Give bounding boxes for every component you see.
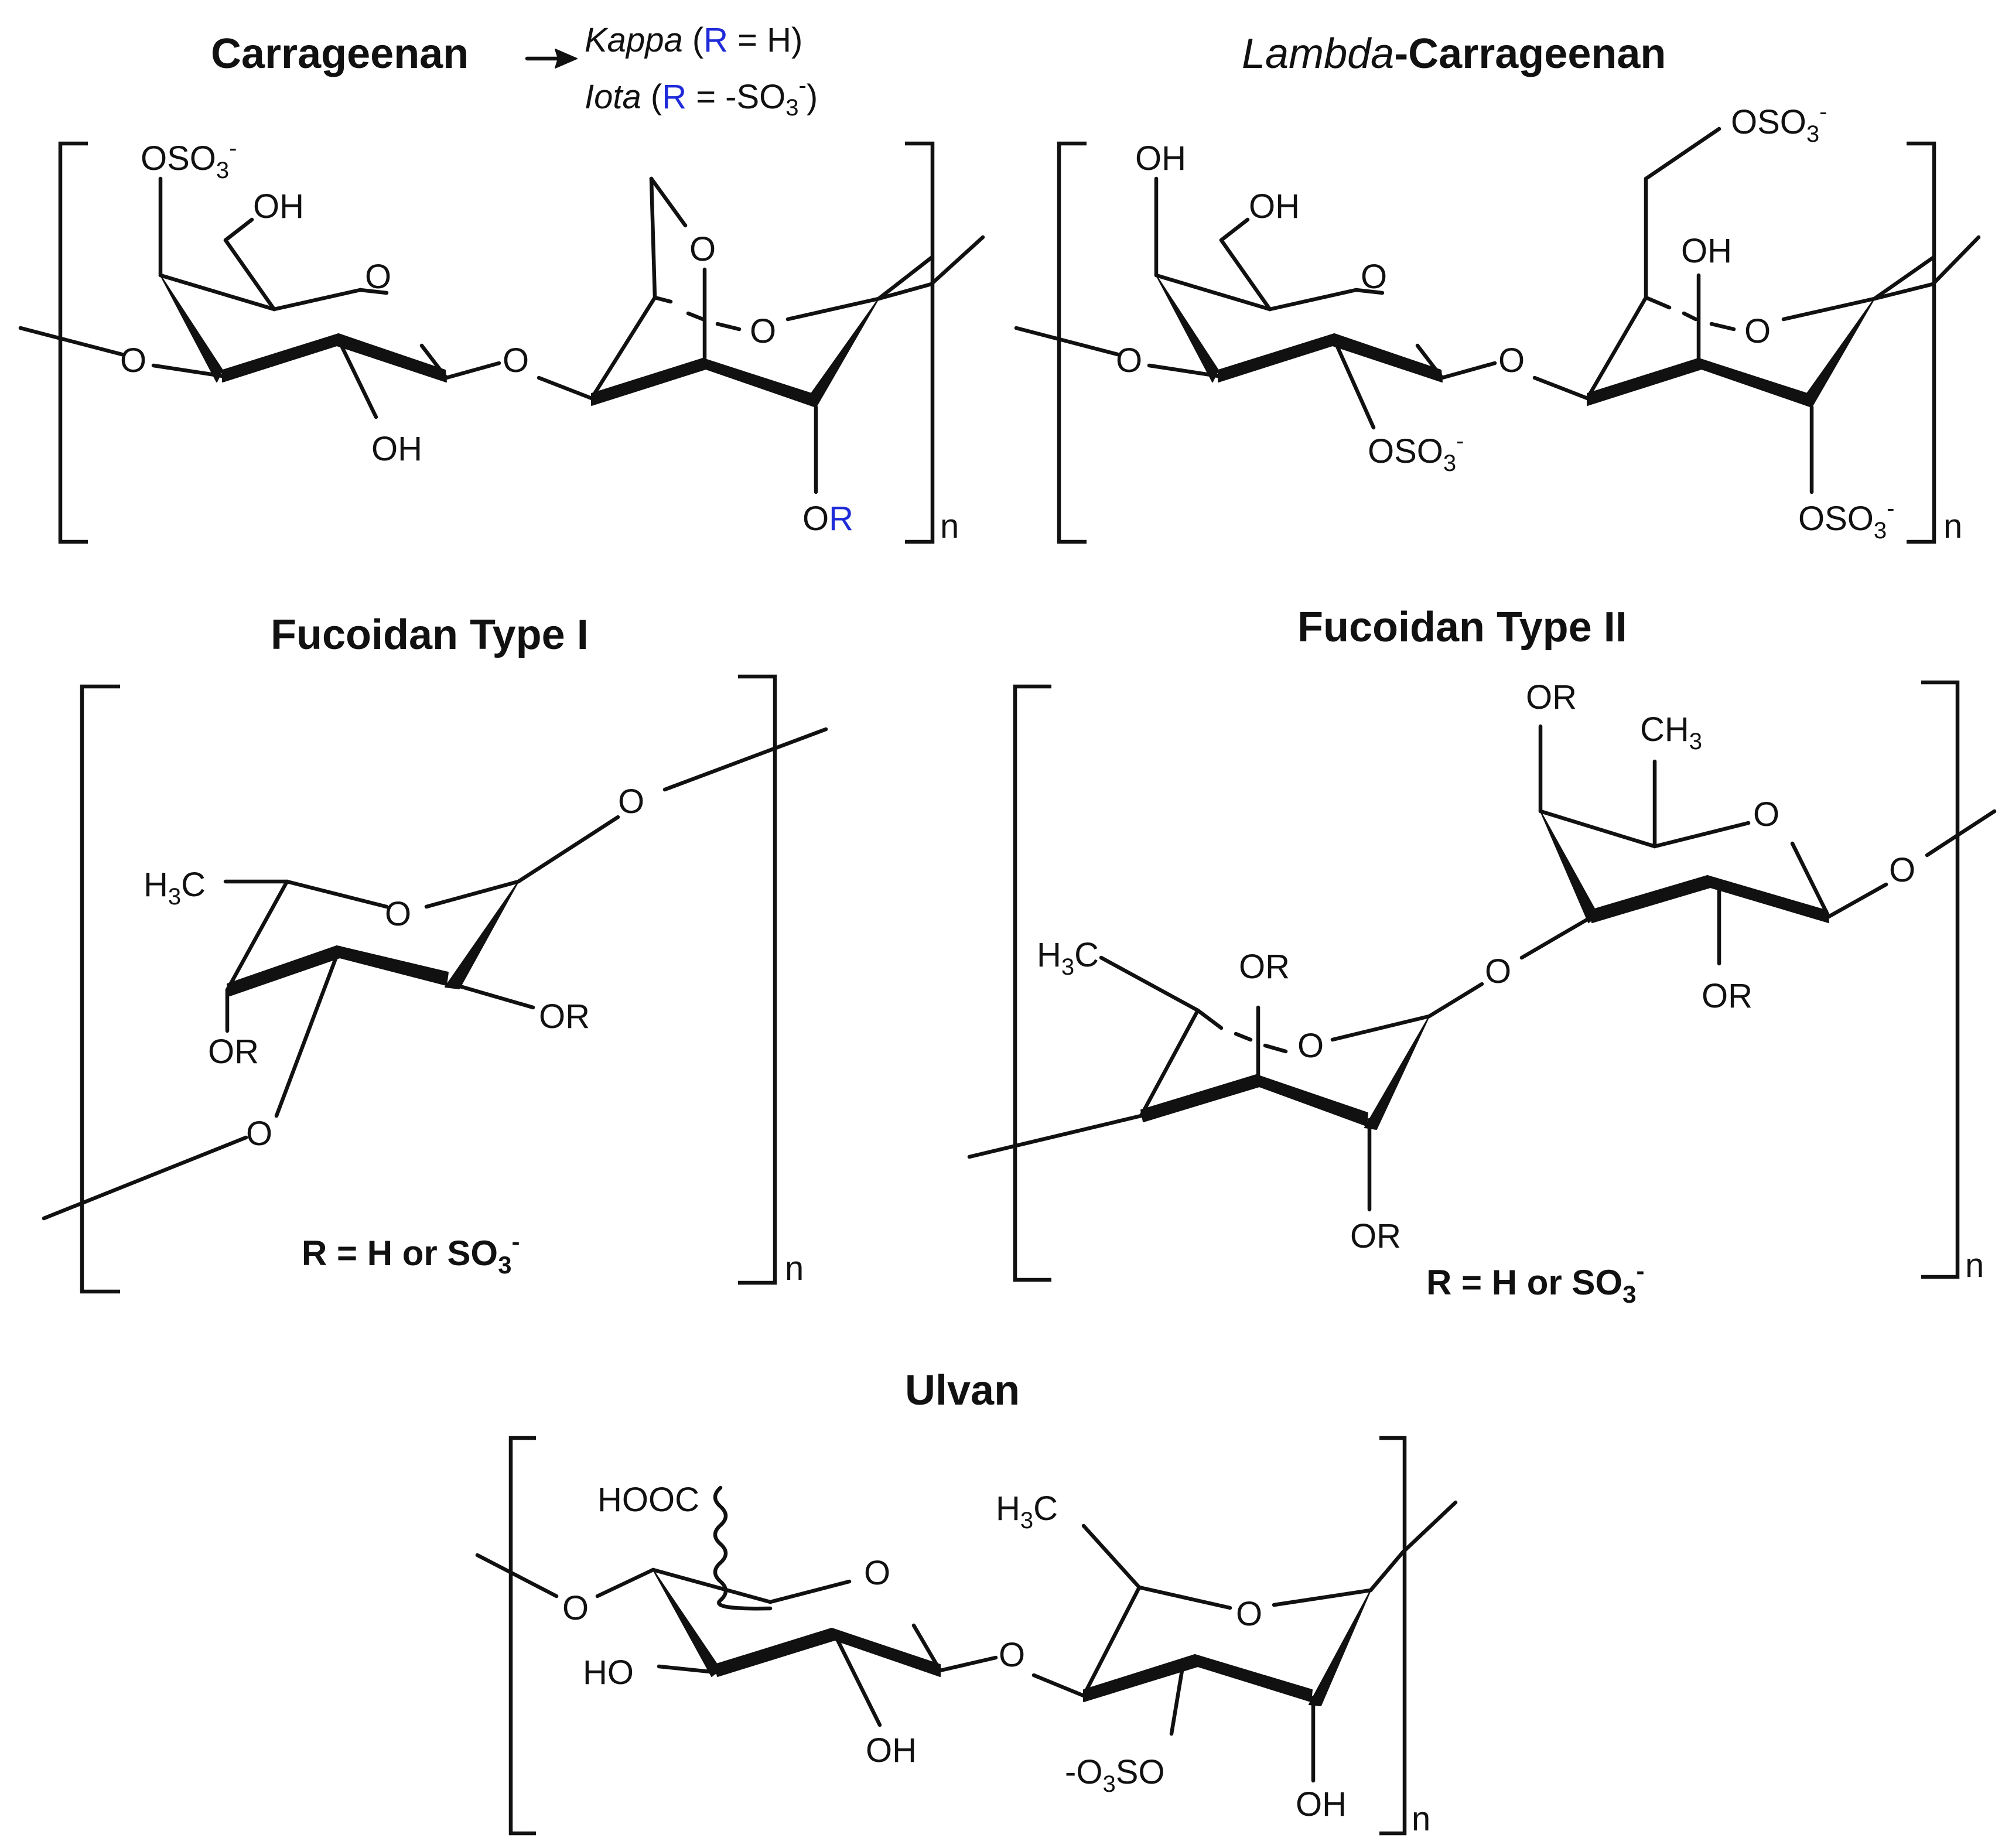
left-bracket — [58, 141, 88, 544]
repeat-index-n: n — [940, 507, 959, 545]
reaction-arrow — [525, 49, 578, 69]
hydroxyl-label: HO — [583, 1654, 634, 1692]
or-group-label: OR — [802, 500, 853, 538]
rhamnose-3-sulfate-ring — [1031, 1500, 1458, 1783]
methyl-label: H3C — [1037, 936, 1099, 980]
sulfate-label: OSO3- — [1368, 428, 1464, 476]
ring-oxygen: O — [385, 895, 411, 933]
sulfate-label: OSO3- — [1798, 496, 1895, 544]
carrageenan-title: Carrageenan — [211, 30, 469, 77]
ring-oxygen: O — [120, 341, 146, 380]
r-definition: R = H or SO3- — [302, 1228, 520, 1279]
fucoidan-type-2-structure: Fucoidan Type II n H3C OR O OR O — [967, 604, 1997, 1308]
right-bracket — [905, 141, 935, 544]
or-group-label: OR — [1239, 948, 1290, 986]
ring-oxygen: O — [1361, 258, 1387, 296]
or-group-label: OR — [1702, 977, 1753, 1015]
fucoidan-type-1-structure: Fucoidan Type I n H3C O O OR OR O R = H … — [42, 612, 828, 1294]
carrageenan-structure: Carrageenan Kappa (R = H) Iota (R = -SO3… — [18, 21, 985, 545]
hydroxyl-label: OH — [253, 187, 304, 226]
sulfate-ester-label: -O3SO — [1065, 1753, 1165, 1797]
ring-oxygen: O — [1753, 795, 1779, 834]
methyl-label: H3C — [144, 866, 206, 910]
repeat-index-n: n — [1965, 1246, 1984, 1285]
glycosidic-oxygen: O — [503, 341, 529, 380]
ulvan-title: Ulvan — [905, 1367, 1020, 1414]
fucoidan-type-2-title: Fucoidan Type II — [1297, 604, 1627, 651]
or-group-label: OR — [1526, 678, 1577, 716]
ring-oxygen: O — [1236, 1595, 1262, 1633]
fucose-ring-lower — [967, 955, 1484, 1212]
lambda-carrageenan-title: Lambda-Carrageenan — [1242, 30, 1666, 77]
ring-oxygen: O — [1744, 312, 1771, 350]
left-bracket — [80, 684, 120, 1294]
hydroxyl-label: OH — [1249, 187, 1300, 226]
glycosidic-oxygen: O — [1498, 341, 1525, 380]
ring-oxygen: O — [365, 258, 391, 296]
or-group-label: OR — [539, 998, 590, 1036]
galactose-ring — [18, 176, 501, 419]
glycosidic-oxygen: O — [562, 1589, 589, 1627]
ring-oxygen: O — [750, 312, 776, 350]
bridge-oxygen: O — [689, 230, 716, 268]
kappa-variant-label: Kappa (R = H) — [585, 21, 802, 59]
hydroxyl-label: OH — [1296, 1785, 1347, 1823]
glycosidic-oxygen: O — [1889, 851, 1915, 889]
hydroxyl-label: OH — [371, 430, 422, 468]
right-bracket — [738, 674, 777, 1285]
lambda-carrageenan-structure: Lambda-Carrageenan n O O OH OH OSO3- O — [1014, 30, 1981, 545]
right-bracket — [1921, 680, 1960, 1279]
carboxylic-acid-label: HOOC — [597, 1481, 699, 1519]
right-bracket — [1907, 141, 1936, 544]
hydroxyl-label: OH — [1681, 232, 1732, 270]
galactose-2-6-disulfate-ring — [1532, 127, 1981, 494]
right-bracket — [1379, 1436, 1407, 1836]
ring-oxygen: O — [864, 1554, 890, 1592]
fucose-ring-upper — [1519, 724, 1997, 966]
left-bracket — [1057, 141, 1087, 544]
hydroxyl-label: OH — [1135, 139, 1186, 177]
or-group-label: OR — [208, 1033, 259, 1071]
ring-oxygen: O — [1297, 1027, 1324, 1065]
iota-variant-label: Iota (R = -SO3-) — [585, 73, 818, 121]
fucose-ring — [42, 727, 828, 1221]
left-bracket — [1013, 684, 1051, 1282]
hydroxyl-label: OH — [866, 1731, 917, 1770]
glycosidic-oxygen: O — [618, 783, 644, 821]
methyl-label: H3C — [996, 1490, 1058, 1533]
sulfate-label: OSO3- — [141, 135, 237, 183]
repeat-index-n: n — [1943, 507, 1962, 545]
repeat-index-n: n — [785, 1249, 804, 1287]
anhydrogalactose-ring — [537, 176, 985, 494]
glycosidic-oxygen: O — [999, 1636, 1025, 1674]
repeat-index-n: n — [1412, 1800, 1430, 1838]
ring-oxygen: O — [1116, 341, 1142, 380]
sulfate-label: OSO3- — [1731, 99, 1827, 147]
r-definition: R = H or SO3- — [1426, 1257, 1644, 1308]
glycosidic-oxygen: O — [1485, 952, 1511, 990]
galactose-ring — [1014, 176, 1497, 430]
ulvan-structure: Ulvan n HOOC O O HO OH O — [475, 1367, 1458, 1838]
uronic-acid-ring — [475, 1485, 998, 1727]
fucoidan-type-1-title: Fucoidan Type I — [271, 612, 589, 658]
methyl-label: CH3 — [1640, 710, 1702, 754]
or-group-label: OR — [1350, 1217, 1401, 1255]
glycosidic-oxygen: O — [246, 1115, 272, 1153]
left-bracket — [508, 1436, 536, 1836]
